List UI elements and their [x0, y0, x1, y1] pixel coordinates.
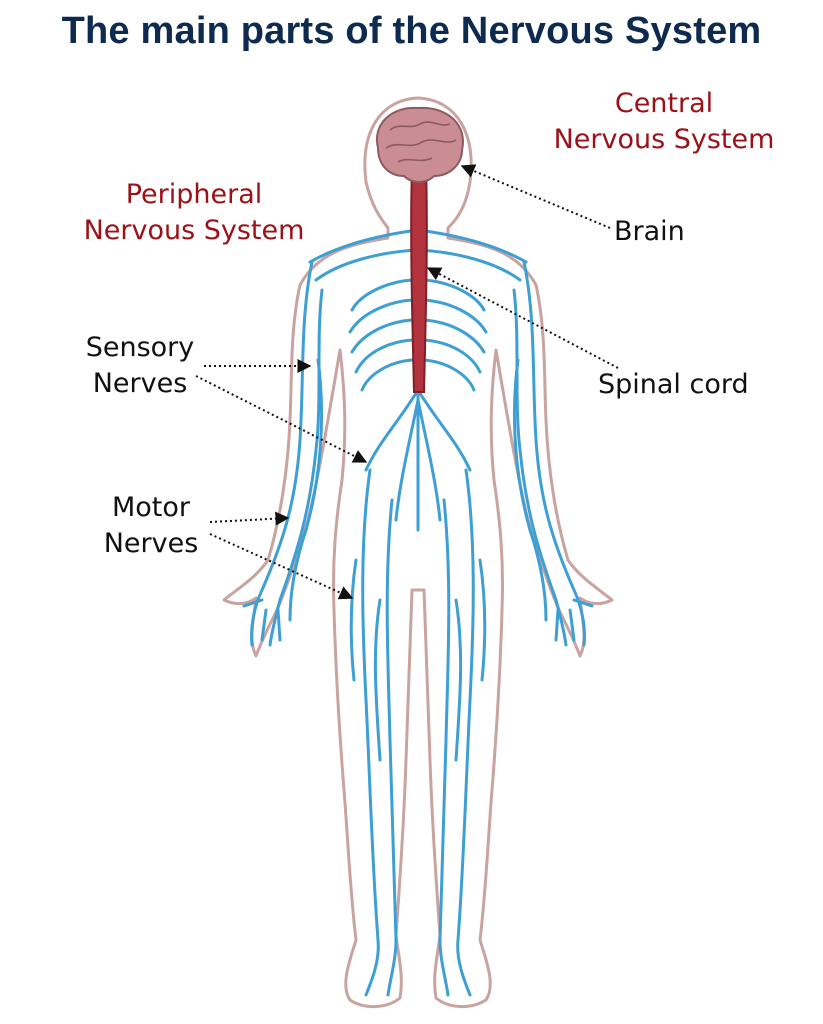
spinal-cord-arrow — [426, 267, 619, 369]
motor-label-line2: Nerves — [103, 528, 199, 559]
page-title: The main parts of the Nervous System — [61, 10, 762, 52]
cns-label: Central Nervous System — [530, 86, 798, 158]
spinal-cord-shape — [410, 167, 428, 393]
cns-label-line2: Nervous System — [553, 124, 775, 155]
sensory-label-line1: Sensory — [85, 332, 195, 363]
brain-label: Brain — [614, 216, 685, 247]
pns-label: Peripheral Nervous System — [58, 177, 330, 249]
sensory-label-line2: Nerves — [92, 368, 188, 399]
brain-shape — [375, 106, 464, 183]
sensory-nerves-label: Sensory Nerves — [70, 330, 210, 402]
pns-label-line1: Peripheral — [125, 179, 263, 210]
motor-nerves-label: Motor Nerves — [84, 490, 218, 562]
brain-folds — [385, 121, 457, 163]
pns-label-line2: Nervous System — [83, 215, 305, 246]
spinal-cord-label: Spinal cord — [598, 369, 749, 400]
brain-arrow — [460, 164, 611, 229]
cns-label-line1: Central — [614, 88, 714, 119]
motor-arrow-leg — [209, 533, 354, 600]
nerve-network — [242, 228, 594, 997]
motor-arrow-arm — [209, 511, 290, 526]
sensory-arrow-torso — [195, 375, 368, 463]
motor-label-line1: Motor — [111, 492, 191, 523]
